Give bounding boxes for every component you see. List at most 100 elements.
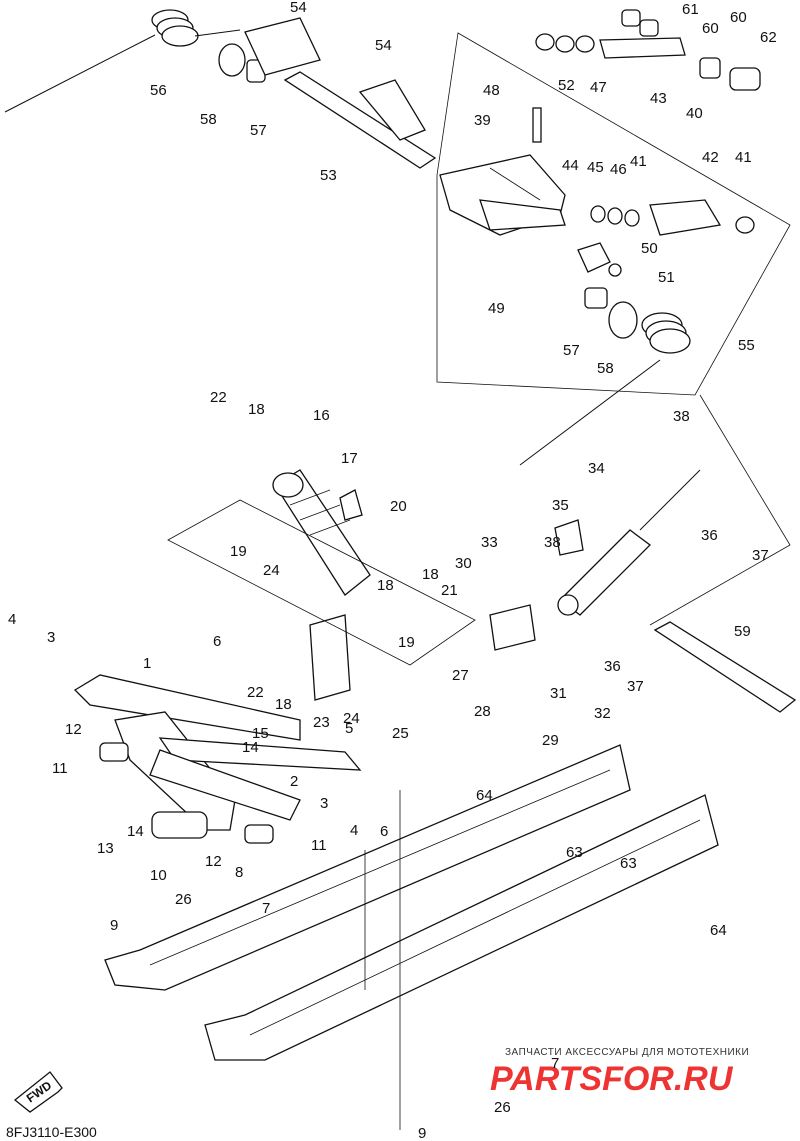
callout-56: 56 xyxy=(150,82,167,99)
callout-14: 14 xyxy=(127,823,144,840)
callout-26: 26 xyxy=(175,891,192,908)
callout-24: 24 xyxy=(263,562,280,579)
washers-44-45-46 xyxy=(590,205,640,227)
callout-18d: 18 xyxy=(275,696,292,713)
front-arm-1 xyxy=(73,674,362,831)
callout-11: 11 xyxy=(52,760,68,777)
cover-17 xyxy=(339,489,363,521)
callout-19: 19 xyxy=(230,543,247,560)
plate-27 xyxy=(489,604,536,651)
callout-22b: 22 xyxy=(247,684,264,701)
plate-50 xyxy=(577,242,611,273)
callout-61: 61 xyxy=(682,1,699,18)
nut-51 xyxy=(608,263,622,277)
callout-26b: 26 xyxy=(494,1099,511,1116)
callout-31: 31 xyxy=(550,685,567,702)
callout-14b: 14 xyxy=(242,739,259,756)
callout-58b: 58 xyxy=(597,360,614,377)
callout-9b: 9 xyxy=(418,1125,426,1141)
callout-59: 59 xyxy=(734,623,751,640)
callout-60b: 60 xyxy=(730,9,747,26)
bracket-54 xyxy=(358,79,426,141)
callout-27: 27 xyxy=(452,667,469,684)
plate-23 xyxy=(309,614,351,701)
callout-64: 64 xyxy=(476,787,493,804)
callout-58: 58 xyxy=(200,111,217,128)
callout-42: 42 xyxy=(702,149,719,166)
callout-36b: 36 xyxy=(604,658,621,675)
callout-18b: 18 xyxy=(377,577,394,594)
callout-18c: 18 xyxy=(422,566,439,583)
bracket-40 xyxy=(649,199,722,236)
callout-12: 12 xyxy=(65,721,82,738)
spring-left-56 xyxy=(4,9,241,113)
cover-35 xyxy=(554,519,584,556)
callout-29: 29 xyxy=(542,732,559,749)
callout-53: 53 xyxy=(320,167,337,184)
callout-48: 48 xyxy=(483,82,500,99)
callout-2: 2 xyxy=(290,773,298,790)
washer-58b xyxy=(608,301,638,339)
callout-54: 54 xyxy=(290,0,307,16)
watermark-top-text: ЗАПЧАСТИ АКСЕССУАРЫ ДЛЯ МОТОТЕХНИКИ xyxy=(505,1047,749,1058)
callout-57b: 57 xyxy=(563,342,580,359)
callout-21: 21 xyxy=(441,582,458,599)
outline-lower xyxy=(167,499,476,666)
callout-15: 15 xyxy=(252,725,269,742)
slide-rail-right xyxy=(204,794,719,1061)
callout-35: 35 xyxy=(552,497,569,514)
callout-51: 51 xyxy=(658,269,675,286)
shaft-43 xyxy=(599,37,686,59)
collar-57b xyxy=(584,287,608,309)
callout-62: 62 xyxy=(760,29,777,46)
callout-19b: 19 xyxy=(398,634,415,651)
callout-38: 38 xyxy=(673,408,690,425)
callout-44: 44 xyxy=(562,157,579,174)
callout-37b: 37 xyxy=(627,678,644,695)
callout-30: 30 xyxy=(455,555,472,572)
callout-18: 18 xyxy=(248,401,265,418)
callout-33: 33 xyxy=(481,534,498,551)
callout-57: 57 xyxy=(250,122,267,139)
callout-54b: 54 xyxy=(375,37,392,54)
callout-25: 25 xyxy=(392,725,409,742)
callout-24b: 24 xyxy=(343,710,360,727)
washer-58 xyxy=(218,43,246,77)
shaft-59 xyxy=(653,621,797,713)
callout-47: 47 xyxy=(590,79,607,96)
callout-50: 50 xyxy=(641,240,658,257)
shock-absorber-34 xyxy=(557,469,701,616)
callout-22: 22 xyxy=(210,389,227,406)
callout-41: 41 xyxy=(630,153,647,170)
callout-4b: 4 xyxy=(350,822,358,839)
callout-3b: 3 xyxy=(320,795,328,812)
callouts: 1 2 3 3 4 4 5 6 6 7 7 8 9 9 10 11 11 12 … xyxy=(8,0,777,1141)
callout-4: 4 xyxy=(8,611,16,628)
callout-39: 39 xyxy=(474,112,491,129)
callout-6: 6 xyxy=(213,633,221,650)
callout-36: 36 xyxy=(701,527,718,544)
callout-6b: 6 xyxy=(380,823,388,840)
callout-1: 1 xyxy=(143,655,151,672)
callout-11b: 11 xyxy=(311,837,327,854)
callout-52: 52 xyxy=(558,77,575,94)
callout-5: 5 xyxy=(345,720,353,737)
callout-45: 45 xyxy=(587,159,604,176)
callout-49: 49 xyxy=(488,300,505,317)
outline-rear-frame xyxy=(436,32,791,396)
spring-right-55 xyxy=(519,312,691,466)
outline-shock-mount xyxy=(649,394,791,626)
callout-63b: 63 xyxy=(620,855,637,872)
collars-60-61-62 xyxy=(621,9,761,91)
drawing-code: 8FJ3110-E300 xyxy=(6,1124,97,1140)
callout-13: 13 xyxy=(97,840,114,857)
callout-3: 3 xyxy=(47,629,55,646)
shaft-53 xyxy=(244,17,437,169)
callout-55: 55 xyxy=(738,337,755,354)
callout-7b: 7 xyxy=(551,1055,559,1072)
callout-38b: 38 xyxy=(544,534,561,551)
callout-20: 20 xyxy=(390,498,407,515)
callout-16: 16 xyxy=(313,407,330,424)
callout-43: 43 xyxy=(650,90,667,107)
